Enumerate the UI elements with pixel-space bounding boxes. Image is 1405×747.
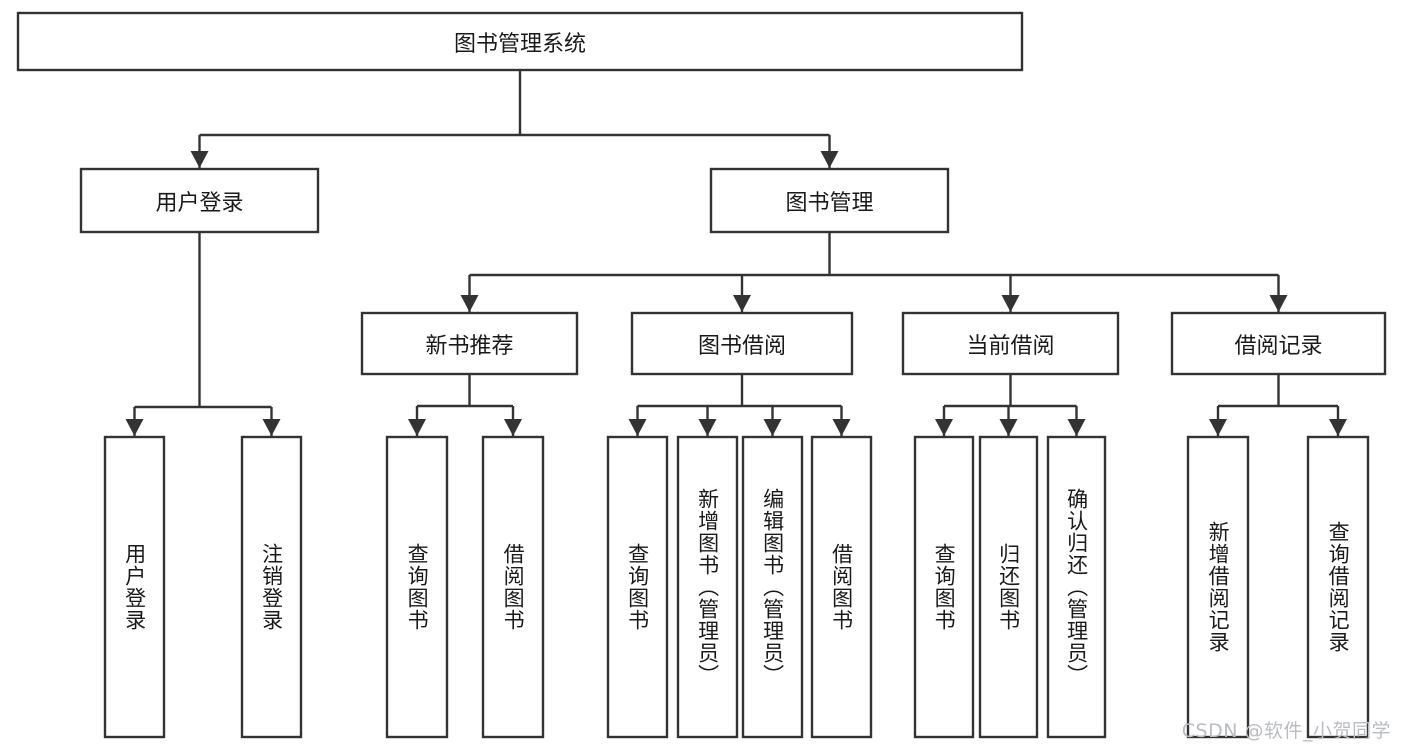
node-layer bbox=[16, 11, 1387, 739]
node-l3-c4[interactable] bbox=[810, 435, 873, 739]
edge-arrowhead bbox=[190, 151, 209, 168]
edge-arrowhead bbox=[820, 151, 839, 168]
node-l3-a2[interactable] bbox=[240, 435, 303, 739]
edge-arrowhead bbox=[832, 419, 851, 436]
node-l2-new-book-rec[interactable] bbox=[360, 311, 579, 376]
edge-arrowhead bbox=[1001, 295, 1020, 312]
node-l3-d1[interactable] bbox=[913, 435, 975, 739]
node-l3-b1[interactable] bbox=[385, 435, 449, 739]
edge-arrowhead bbox=[460, 295, 479, 312]
node-l1-user-login[interactable] bbox=[79, 167, 320, 234]
edge-arrowhead bbox=[504, 419, 522, 436]
edge-arrowhead bbox=[1329, 419, 1347, 436]
edge-arrowhead bbox=[408, 419, 426, 436]
node-l2-book-borrow[interactable] bbox=[630, 311, 854, 376]
node-l2-current-borrow[interactable] bbox=[901, 311, 1120, 376]
node-l2-borrow-record[interactable] bbox=[1170, 311, 1387, 376]
node-l3-c3[interactable] bbox=[741, 435, 804, 739]
edge-arrowhead bbox=[262, 419, 281, 436]
node-l3-a1[interactable] bbox=[103, 435, 166, 739]
edge-layer bbox=[125, 70, 1347, 436]
node-l1-book-mgmt[interactable] bbox=[709, 167, 950, 234]
edge-arrowhead bbox=[698, 419, 717, 436]
watermark-text: CSDN @软件_小贺同学 bbox=[1181, 720, 1391, 742]
edge-arrowhead bbox=[1269, 295, 1288, 312]
edge-arrowhead bbox=[999, 419, 1018, 436]
edge-arrowhead bbox=[763, 419, 782, 436]
node-l3-c2[interactable] bbox=[676, 435, 739, 739]
node-l3-e1[interactable] bbox=[1186, 435, 1250, 739]
node-l3-b2[interactable] bbox=[481, 435, 545, 739]
node-root[interactable] bbox=[16, 11, 1024, 72]
node-l3-d3[interactable] bbox=[1046, 435, 1107, 739]
edge-arrowhead bbox=[125, 419, 144, 436]
node-l3-c1[interactable] bbox=[606, 435, 669, 739]
edge-arrowhead bbox=[733, 295, 751, 312]
node-l3-e2[interactable] bbox=[1306, 435, 1370, 739]
node-l3-d2[interactable] bbox=[978, 435, 1039, 739]
edge-arrowhead bbox=[1067, 419, 1086, 436]
edge-arrowhead bbox=[935, 419, 953, 436]
edge-arrowhead bbox=[628, 419, 647, 436]
edge-arrowhead bbox=[1209, 419, 1227, 436]
